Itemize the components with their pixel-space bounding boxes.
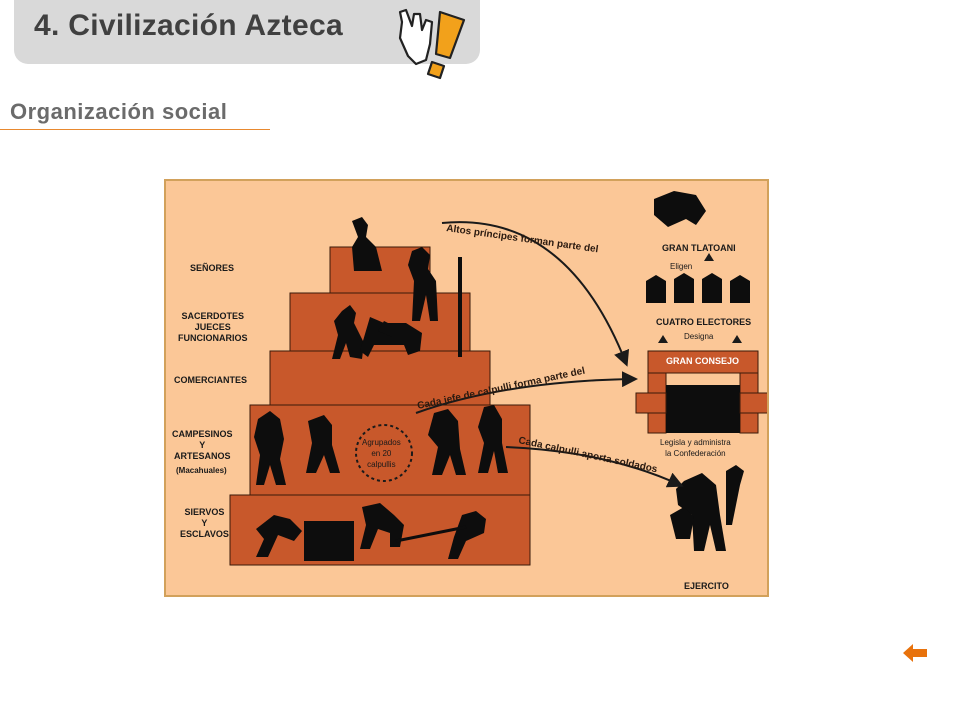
circle-note: Agrupados en 20 calpullis bbox=[362, 438, 401, 469]
level-note-macahuales: (Macahuales) bbox=[176, 466, 227, 475]
pyramid-illustration: Altos príncipes forman parte del Cada je… bbox=[229, 191, 767, 566]
label-designa: Designa bbox=[684, 332, 714, 341]
label-gran-consejo: GRAN CONSEJO bbox=[666, 356, 740, 366]
subtitle-underline bbox=[0, 129, 270, 130]
label-gran-tlatoani: GRAN TLATOANI bbox=[662, 243, 736, 253]
step-3 bbox=[269, 350, 491, 406]
page-title: 4. Civilización Azteca bbox=[34, 9, 343, 42]
back-arrow-icon[interactable] bbox=[902, 642, 928, 664]
label-ejercito: EJERCITO bbox=[684, 581, 729, 591]
svg-text:Cada calpulli aporta soldados: Cada calpulli aporta soldados bbox=[517, 435, 658, 475]
arrow-label-3: Cada calpulli aporta soldados bbox=[517, 435, 658, 475]
level-label-senores: SEÑORES bbox=[190, 263, 235, 273]
arrow-aporta-soldados bbox=[505, 446, 684, 488]
consejo-building bbox=[647, 350, 759, 374]
level-label-sacerdotes: SACERDOTES JUECES FUNCIONARIOS bbox=[178, 311, 248, 343]
label-cuatro-electores: CUATRO ELECTORES bbox=[656, 317, 752, 327]
calpullis-circle bbox=[355, 424, 413, 482]
pointing-hand-exclamation-icon bbox=[398, 8, 466, 80]
svg-text:Altos príncipes forman parte d: Altos príncipes forman parte del bbox=[446, 223, 600, 255]
arrow-jefe-calpulli bbox=[415, 371, 638, 414]
level-label-campesinos: CAMPESINOS Y ARTESANOS bbox=[172, 429, 233, 461]
social-pyramid-figure: Altos príncipes forman parte del Cada je… bbox=[164, 179, 769, 597]
arrow-altos-principes bbox=[441, 221, 630, 367]
level-label-comerciantes: COMERCIANTES bbox=[174, 375, 248, 385]
section-subtitle: Organización social bbox=[10, 99, 228, 124]
silhouettes bbox=[254, 191, 750, 561]
arrow-label-1: Altos príncipes forman parte del bbox=[446, 223, 600, 255]
label-consejo-note: Legisla y administra la Confederación bbox=[660, 438, 731, 458]
level-label-siervos: SIERVOS Y ESCLAVOS bbox=[180, 507, 229, 539]
label-eligen: Eligen bbox=[670, 262, 693, 271]
